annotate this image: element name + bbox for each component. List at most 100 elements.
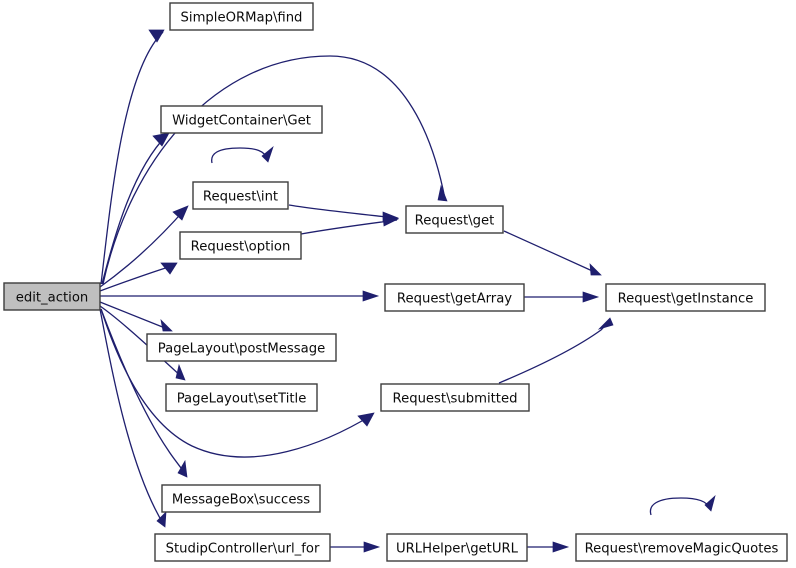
edge-urlhelper_geturl-to-request_removemagicquotes (527, 541, 570, 553)
edge-line (498, 319, 610, 384)
node-box[interactable] (384, 283, 525, 312)
arrowhead-icon (704, 494, 716, 512)
edge-edit_action-to-request_submitted (100, 308, 375, 458)
node-box[interactable] (160, 105, 323, 134)
node-pagelayout_postmessage[interactable]: PageLayout\postMessage (146, 333, 337, 362)
edge-line (102, 55, 446, 285)
edge-edit_action-to-studipcontroller_url_for (99, 308, 167, 528)
node-label: URLHelper\getURL (396, 542, 519, 557)
arrowhead-icon (589, 263, 602, 276)
arrowhead-icon (160, 318, 173, 332)
edge-line (649, 497, 710, 516)
node-label: Request\get (415, 214, 495, 229)
node-label: Request\int (203, 190, 278, 205)
arrowhead-icon (363, 541, 381, 553)
node-box[interactable] (3, 282, 101, 311)
arrowhead-icon (261, 145, 274, 163)
arrowhead-icon (148, 29, 165, 43)
edge-request_removemagicquotes-to-request_removemagicquotes (649, 494, 716, 516)
node-box[interactable] (165, 383, 318, 412)
node-request_removemagicquotes[interactable]: Request\removeMagicQuotes (575, 533, 788, 562)
edge-line (503, 230, 600, 275)
edge-edit_action-to-request_get (102, 55, 448, 285)
node-label: WidgetContainer\Get (172, 114, 311, 129)
arrowhead-icon (357, 412, 375, 427)
edge-line (99, 308, 165, 526)
node-box[interactable] (575, 533, 788, 562)
node-box[interactable] (161, 484, 321, 513)
edge-edit_action-to-request_option (99, 262, 178, 292)
arrowhead-icon (172, 205, 189, 221)
node-box[interactable] (380, 383, 530, 412)
edges-layer (99, 29, 716, 553)
node-messagebox_success[interactable]: MessageBox\success (161, 484, 321, 513)
node-box[interactable] (386, 533, 528, 562)
edge-edit_action-to-request_int (99, 205, 189, 288)
arrowhead-icon (597, 317, 614, 330)
node-label: Request\getInstance (618, 292, 754, 307)
arrowhead-icon (362, 290, 380, 302)
node-box[interactable] (169, 2, 314, 31)
nodes-layer: SimpleORMap\findWidgetContainer\GetReque… (3, 2, 788, 562)
edge-line (99, 301, 171, 331)
node-label: Request\option (191, 240, 291, 255)
edge-line (211, 147, 268, 164)
edge-edit_action-to-simpleormap_find (100, 29, 165, 285)
node-widgetcontainer_get[interactable]: WidgetContainer\Get (160, 105, 323, 134)
node-box[interactable] (605, 283, 766, 312)
node-label: MessageBox\success (172, 493, 310, 508)
node-label: PageLayout\postMessage (158, 342, 325, 357)
node-request_getinstance[interactable]: Request\getInstance (605, 283, 766, 312)
node-urlhelper_geturl[interactable]: URLHelper\getURL (386, 533, 528, 562)
node-box[interactable] (154, 533, 331, 562)
node-label: PageLayout\setTitle (177, 392, 307, 407)
node-box[interactable] (179, 231, 302, 260)
node-box[interactable] (405, 205, 504, 234)
node-simpleormap_find[interactable]: SimpleORMap\find (169, 2, 314, 31)
edge-request_submitted-to-request_getinstance (498, 317, 614, 384)
arrowhead-icon (382, 215, 400, 227)
edge-line (101, 134, 168, 285)
node-label: StudipController\url_for (166, 542, 320, 557)
node-request_submitted[interactable]: Request\submitted (380, 383, 530, 412)
edge-studipcontroller_url_for-to-urlhelper_geturl (330, 541, 381, 553)
arrowhead-icon (437, 184, 448, 202)
node-label: Request\submitted (393, 392, 518, 407)
arrowhead-icon (582, 291, 600, 303)
arrowhead-icon (552, 541, 570, 553)
node-label: edit_action (16, 291, 89, 306)
node-box[interactable] (192, 181, 289, 210)
arrowhead-icon (160, 262, 178, 275)
edge-request_int-to-request_get (288, 204, 400, 223)
node-pagelayout_settitle[interactable]: PageLayout\setTitle (165, 383, 318, 412)
edge-edit_action-to-request_getarray (100, 290, 380, 302)
node-studipcontroller_url_for[interactable]: StudipController\url_for (154, 533, 331, 562)
arrowhead-icon (156, 511, 167, 528)
node-label: SimpleORMap\find (181, 11, 303, 26)
edge-edit_action-to-widgetcontainer_get (101, 132, 170, 285)
node-label: Request\removeMagicQuotes (585, 542, 779, 557)
edge-line (99, 207, 187, 288)
node-label: Request\getArray (397, 292, 512, 307)
node-edit_action[interactable]: edit_action (3, 282, 101, 311)
edge-edit_action-to-messagebox_success (100, 308, 188, 478)
node-request_get[interactable]: Request\get (405, 205, 504, 234)
node-request_getarray[interactable]: Request\getArray (384, 283, 525, 312)
arrowhead-icon (175, 363, 186, 381)
edge-request_getarray-to-request_getinstance (524, 291, 600, 303)
edge-line (99, 305, 184, 379)
edge-request_get-to-request_getinstance (503, 230, 602, 276)
edge-edit_action-to-pagelayout_postmessage (99, 301, 173, 332)
edge-line (100, 31, 164, 285)
node-request_int[interactable]: Request\int (192, 181, 289, 210)
edge-line (288, 204, 397, 219)
arrowhead-icon (177, 459, 188, 478)
edge-line (300, 219, 398, 235)
edge-request_int-to-request_int (211, 145, 274, 164)
node-request_option[interactable]: Request\option (179, 231, 302, 260)
edge-line (100, 308, 187, 476)
node-box[interactable] (146, 333, 337, 362)
edge-line (100, 308, 373, 458)
